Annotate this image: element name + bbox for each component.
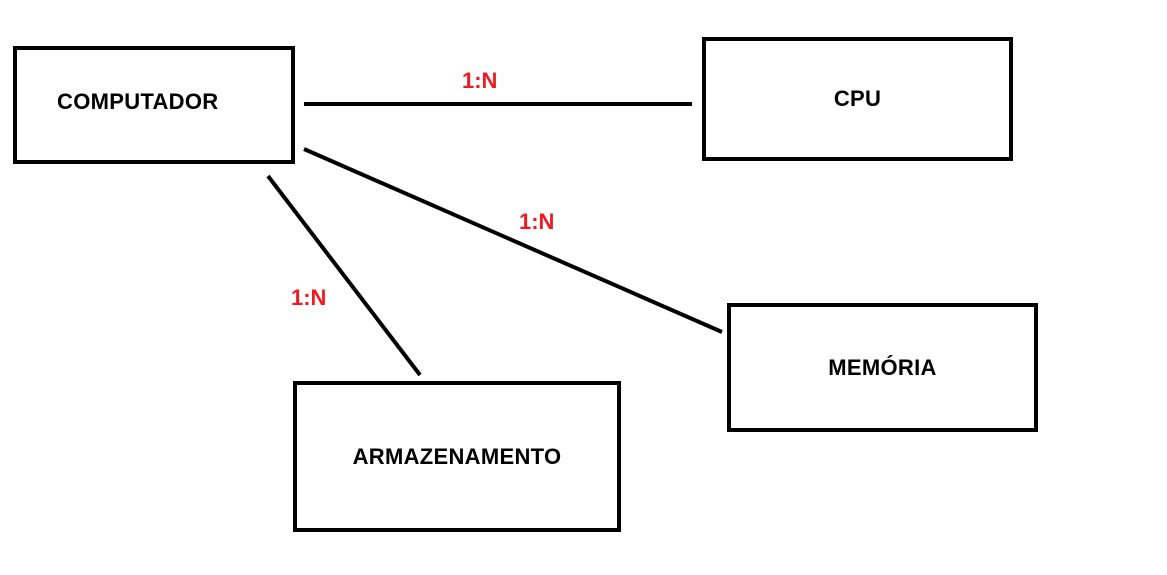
entity-armazenamento[interactable]: ARMAZENAMENTO — [293, 381, 621, 532]
entity-label-cpu: CPU — [833, 86, 882, 111]
cardinality-label-memoria: 1:N — [519, 209, 555, 234]
entity-cpu[interactable]: CPU — [702, 37, 1013, 161]
cardinality-label-cpu: 1:N — [462, 68, 498, 93]
entity-computador[interactable]: COMPUTADOR — [13, 46, 295, 164]
entity-memoria[interactable]: MEMÓRIA — [727, 303, 1038, 432]
cardinality-label-armazenamento: 1:N — [291, 285, 327, 310]
connector-computador-memoria — [303, 147, 723, 334]
entity-label-armazenamento: ARMAZENAMENTO — [352, 443, 562, 469]
connector-computador-armazenamento — [266, 174, 422, 377]
entity-label-memoria: MEMÓRIA — [828, 354, 937, 380]
entity-label-computador: COMPUTADOR — [57, 89, 219, 114]
